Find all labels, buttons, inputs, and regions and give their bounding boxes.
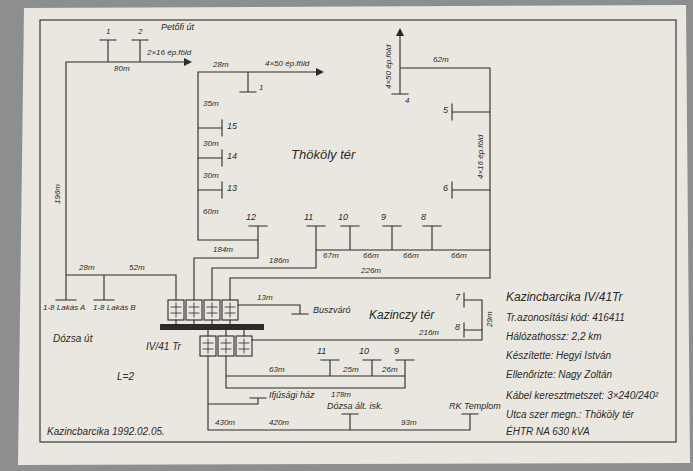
drawing-frame (40, 20, 676, 442)
pole-number: 1 (105, 28, 111, 36)
area-name: Thököly tér (290, 148, 356, 161)
date-label: Kazincbarcika 1992.02.05. (46, 427, 166, 437)
cabinet-number: 14 (226, 152, 238, 161)
consumer-label: Ifjúsági ház (268, 391, 316, 400)
street-label: Dózsa út (52, 334, 93, 344)
distance-label: 28m (78, 264, 96, 272)
distance-label: 28m (212, 61, 230, 69)
distance-label: 26m (381, 366, 399, 374)
consumer-label: RK Templom (448, 402, 502, 411)
distance-label: 184m (212, 246, 234, 254)
distance-label: 186m (268, 257, 290, 265)
distance-label: 226m (360, 267, 382, 275)
distance-label: 62m (432, 56, 450, 64)
cabinet-number: 11 (303, 213, 314, 222)
distance-label: 60m (202, 208, 220, 216)
cabinet-number: 8 (454, 323, 461, 332)
busbar (160, 324, 264, 330)
distance-label: 80m (113, 65, 131, 73)
distance-label: 93m (400, 419, 418, 427)
distance-label: 29m (486, 310, 494, 328)
cable-line (208, 293, 482, 430)
cable-label: 4×16 ép.föld (477, 134, 485, 180)
distance-label: 66m (362, 252, 380, 260)
cabinet-number: 7 (454, 293, 461, 302)
cable-line (194, 36, 490, 300)
station-name: IV/41 Tr (145, 342, 182, 352)
cabinet-number: 6 (442, 184, 449, 193)
distance-label: 66m (450, 252, 468, 260)
distance-label: 30m (202, 172, 220, 180)
cabinet-number: 15 (226, 122, 238, 131)
cabinet-number: 8 (420, 213, 427, 222)
cable-label: 4×50 ép.föld (385, 44, 393, 90)
arrow-head (316, 68, 324, 76)
cable-label: 2×16 ép.föld (146, 49, 192, 57)
cable-label: 4×50 ép.föld (264, 60, 310, 68)
info-text: ÉHTR NA 630 kVA (505, 427, 591, 437)
pole-number: 1 (258, 84, 264, 92)
info-text: Hálózathossz: 2,2 km (505, 332, 603, 342)
cable-line (56, 40, 184, 300)
cabinet-number: 10 (337, 213, 349, 222)
street-label: Petőfi út (160, 23, 195, 32)
pole-number: 2 (137, 28, 143, 36)
cabinet-number: 5 (442, 106, 449, 115)
cabinet-number: 11 (316, 347, 327, 356)
pole-number: 4 (404, 97, 410, 105)
note-label: L=2 (116, 372, 135, 382)
distance-label: 216m (418, 329, 440, 337)
distance-label: 35m (202, 100, 220, 108)
info-text: Készítette: Hegyi István (505, 351, 612, 361)
info-text: Ellenőrizte: Nagy Zoltán (505, 370, 613, 380)
distance-label: 196m (54, 183, 62, 205)
distance-label: 67m (322, 252, 340, 260)
arrow-head (396, 28, 404, 36)
consumer-label: 1-8 Lakás A (42, 304, 86, 312)
cabinet-number: 10 (358, 347, 370, 356)
distance-label: 30m (202, 140, 220, 148)
paper-sheet (18, 5, 690, 465)
cabinet-number: 12 (245, 213, 257, 222)
arrow-head (184, 58, 192, 66)
info-heading: Kazincbarcika IV/41Tr (505, 291, 624, 303)
cabinet-number: 13 (226, 184, 238, 193)
distance-label: 25m (342, 366, 360, 374)
info-text: Tr.azonosítási kód: 416411 (505, 313, 626, 323)
distance-label: 66m (402, 252, 420, 260)
distance-label: 52m (128, 264, 146, 272)
distance-label: 420m (268, 419, 290, 427)
distance-label: 178m (330, 391, 352, 399)
distance-label: 430m (214, 419, 236, 427)
info-text: Utca szer megn.: Thököly tér (505, 410, 635, 420)
consumer-label: Buszváró (312, 306, 352, 315)
info-text: Kábel keresztmetszet: 3×240/240² (505, 391, 659, 401)
consumer-label: Dózsa ált. isk. (326, 402, 384, 411)
consumer-label: 1-8 Lakás B (92, 304, 137, 312)
transformer-station: IV/41 Tr (145, 336, 182, 354)
area-name: Kazinczy tér (368, 309, 435, 321)
cabinet-number: 9 (393, 347, 400, 356)
distance-label: 13m (256, 294, 274, 302)
distance-label: 63m (268, 366, 286, 374)
cabinet-number: 9 (380, 213, 387, 222)
